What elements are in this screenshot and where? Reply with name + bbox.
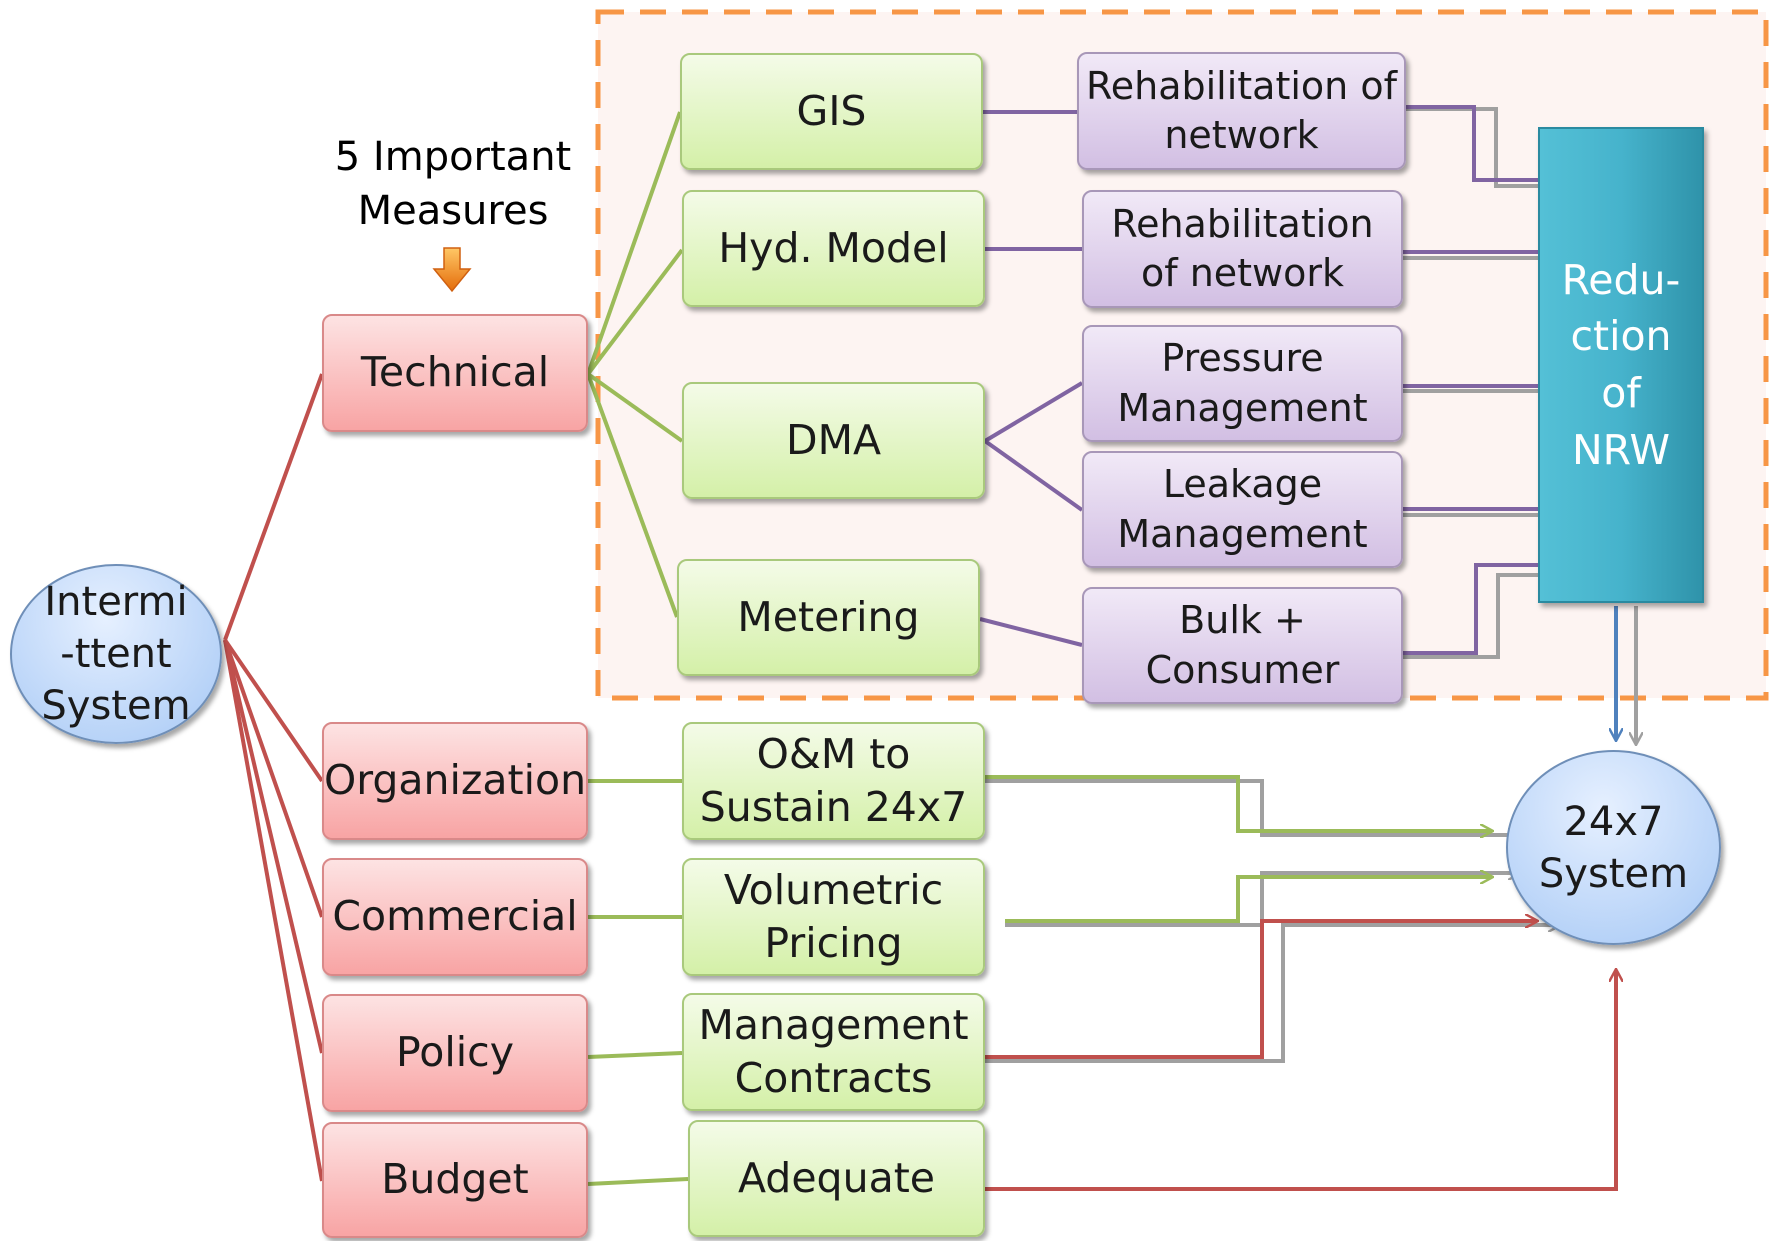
leakage-management-node: Leakage Management xyxy=(1082,451,1403,568)
nrw-to-target xyxy=(1616,606,1636,744)
management-contracts-node: Management Contracts xyxy=(682,993,985,1111)
dma-node: DMA xyxy=(682,382,985,499)
policy-node: Policy xyxy=(322,994,588,1112)
rehabilitation-node-1: Rehabilitation of network xyxy=(1077,52,1406,170)
bulk-consumer-node: Bulk + Consumer xyxy=(1082,587,1403,704)
organization-node: Organization xyxy=(322,722,588,840)
metering-node: Metering xyxy=(677,559,980,676)
target-arrows xyxy=(985,775,1616,1191)
source-links xyxy=(223,373,324,1182)
technical-links xyxy=(586,111,684,618)
om-node: O&M to Sustain 24x7 xyxy=(682,722,985,840)
nrw-arrows xyxy=(1403,105,1562,659)
pressure-management-node: Pressure Management xyxy=(1082,325,1403,442)
down-arrow-icon xyxy=(432,247,472,293)
category-links xyxy=(587,779,689,1186)
24x7-system-node: 24x7 System xyxy=(1506,750,1721,945)
measure-links xyxy=(979,110,1084,647)
measures-caption: 5 Important Measures xyxy=(334,134,572,234)
volumetric-pricing-node: Volumetric Pricing xyxy=(682,858,985,976)
gis-node: GIS xyxy=(680,53,983,170)
technical-node: Technical xyxy=(322,314,588,432)
nrw-reduction-node: Redu- ction of NRW xyxy=(1538,127,1704,603)
hyd-model-node: Hyd. Model xyxy=(682,190,985,307)
budget-node: Budget xyxy=(322,1122,588,1238)
intermittent-system-node: Intermi -ttent System xyxy=(10,564,222,744)
rehabilitation-node-2: Rehabilitation of network xyxy=(1082,190,1403,308)
adequate-node: Adequate xyxy=(688,1120,985,1237)
commercial-node: Commercial xyxy=(322,858,588,976)
